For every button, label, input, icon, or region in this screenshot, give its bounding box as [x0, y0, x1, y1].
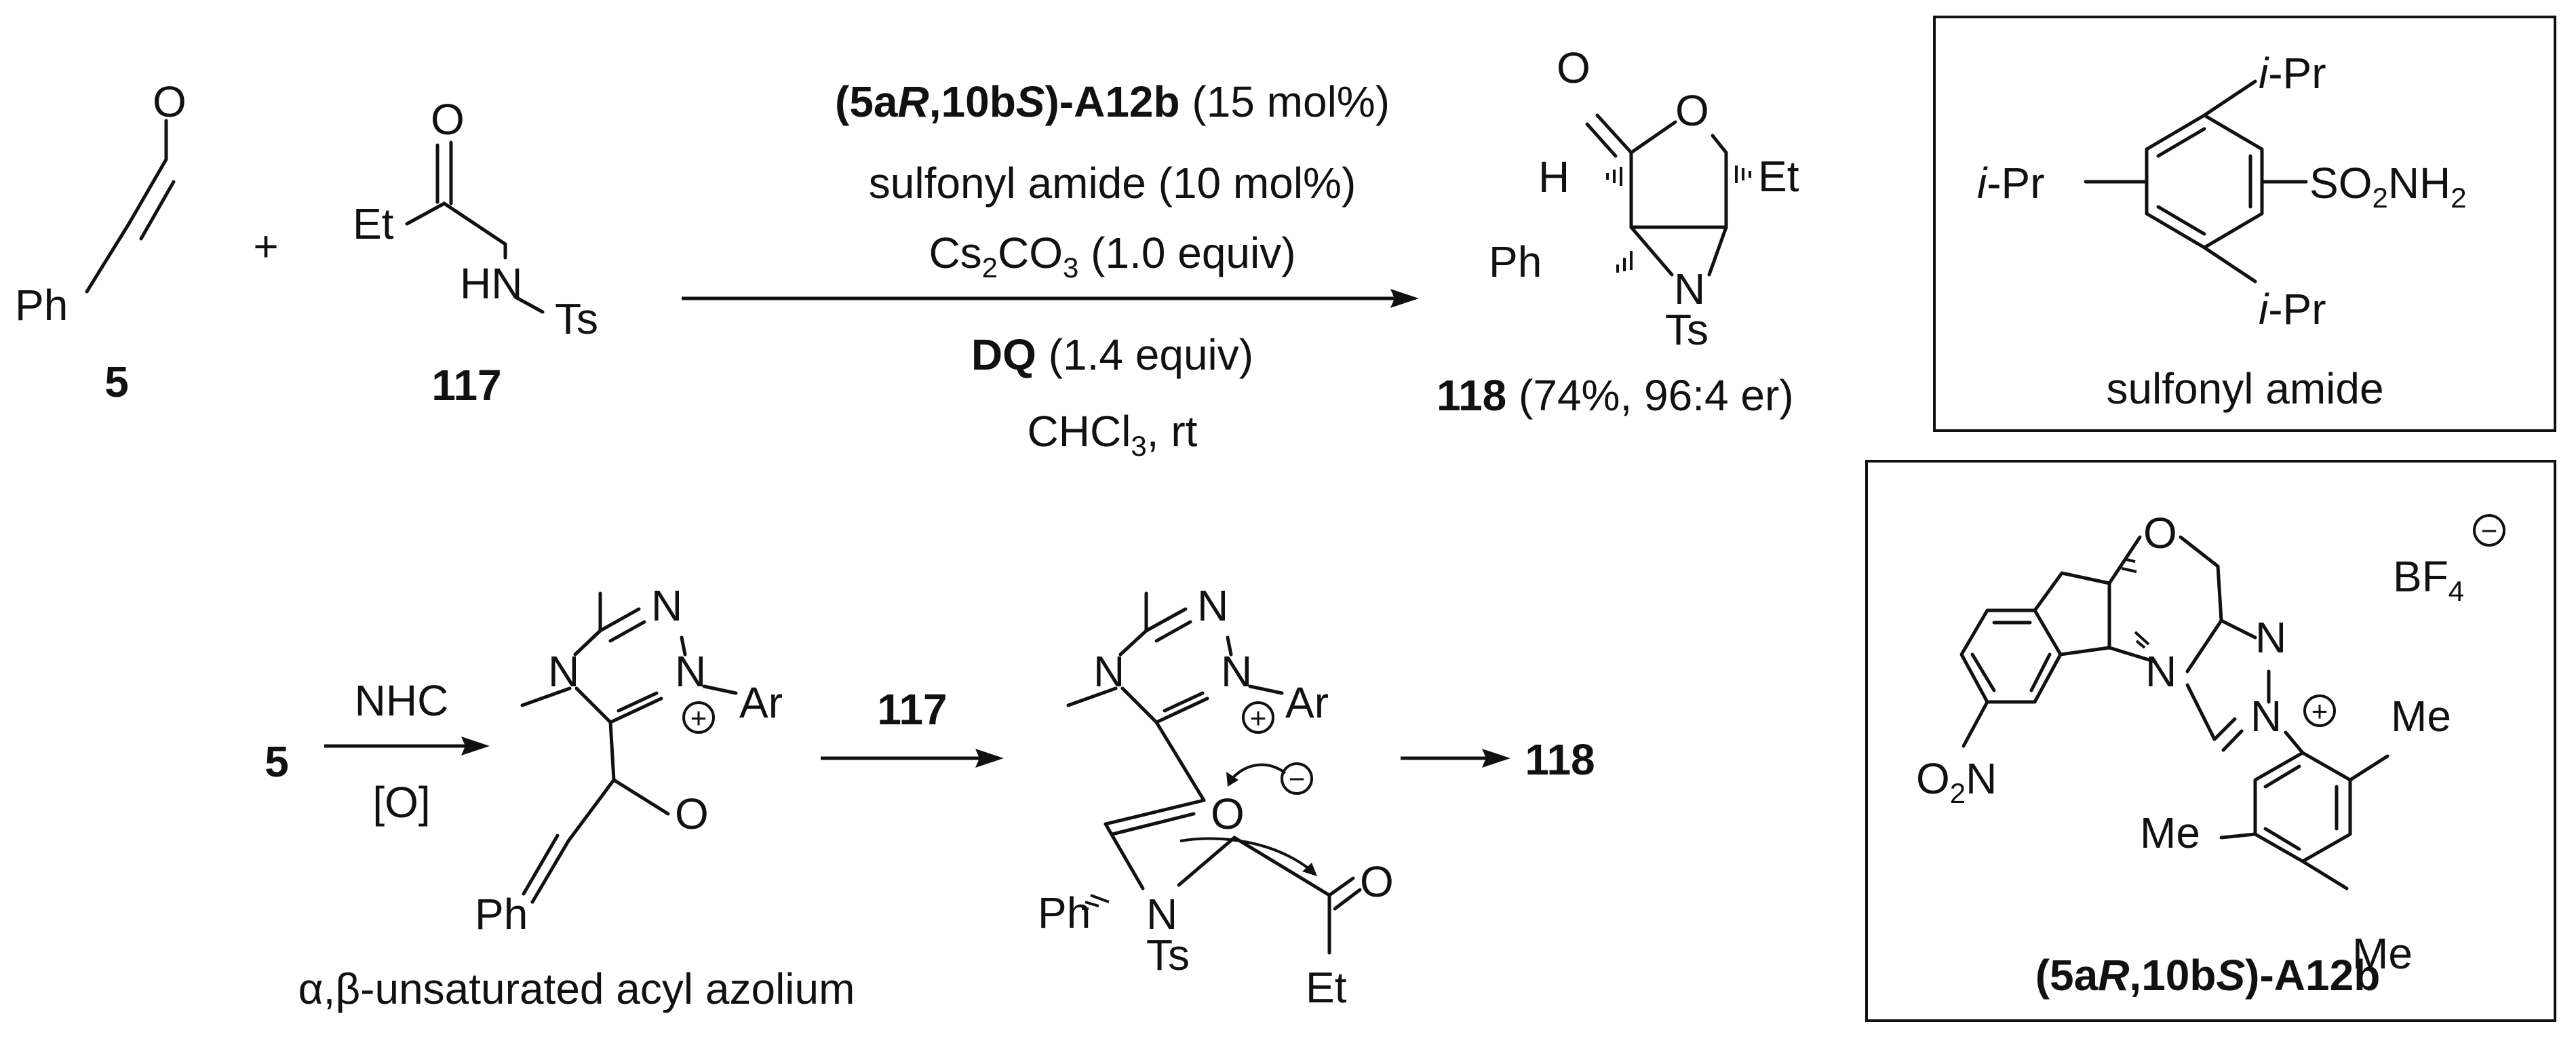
enolate-n1: N — [1197, 581, 1228, 630]
compound-5-oxygen: O — [153, 77, 187, 126]
sulfonamide-group: SO2NH2 — [2309, 159, 2467, 214]
enolate-n4: N — [1093, 647, 1125, 696]
product-tosyl: Ts — [1665, 305, 1709, 354]
product-nitrogen: N — [1674, 264, 1705, 313]
enolate-aryl: Ar — [1285, 678, 1329, 727]
borate-negative-charge: − — [2481, 515, 2498, 547]
acyl-azolium-structure: N N N Ar + O Ph α,β-unsaturated acyl azo… — [298, 581, 855, 1013]
catalyst-box: O N N N + BF4 − O2N Me Me Me (5aR,10bS)-… — [1865, 460, 2556, 1022]
compound-117-tosyl: Ts — [555, 294, 598, 343]
azolium-aryl: Ar — [739, 678, 783, 727]
main-reaction-arrow — [682, 289, 1419, 308]
compound-117-oxygen: O — [431, 95, 465, 144]
enolate-negative-charge: − — [1289, 763, 1306, 795]
product-carbonyl-oxygen: O — [1557, 43, 1591, 92]
step1-arrow — [324, 737, 490, 756]
step2-reagent: 117 — [877, 685, 947, 734]
base-condition: Cs2CO3 (1.0 equiv) — [929, 229, 1295, 283]
catalyst-caption: (5aR,10bS)-A12b — [2035, 951, 2381, 1000]
azolium-carbonyl-oxygen: O — [675, 789, 709, 838]
additive-condition: sulfonyl amide (10 mol%) — [869, 159, 1357, 208]
compound-5-structure: O Ph 5 — [15, 77, 187, 406]
catalyst-positive-charge: + — [2311, 695, 2328, 727]
compound-117-structure: O Et HN Ts 117 — [353, 95, 598, 410]
enolate-ethyl: Et — [1306, 963, 1347, 1012]
catalyst-n4: N — [2145, 647, 2177, 696]
plus-sign: + — [253, 222, 278, 271]
enolate-ketone-oxygen: O — [1360, 857, 1394, 906]
isopropyl-bottom: i-Pr — [2259, 285, 2326, 334]
catalyst-n1: N — [2255, 613, 2286, 662]
compound-5-phenyl: Ph — [15, 281, 68, 330]
nitro-group: O2N — [1916, 754, 1997, 809]
solvent-condition: CHCl3, rt — [1028, 407, 1198, 462]
step1-reagent-top: NHC — [355, 676, 449, 725]
compound-5-label: 5 — [104, 357, 129, 406]
product-118-label: 118 (74%, 96:4 er) — [1437, 371, 1794, 420]
reaction-conditions: (5aR,10bS)-A12b (15 mol%) sulfonyl amide… — [835, 77, 1390, 462]
catalyst-n2: N — [2250, 692, 2282, 741]
product-118-structure: O O H Et Ph N Ts 118 (74%, 96:4 er) — [1437, 0, 1799, 420]
azolium-positive-charge: + — [690, 702, 707, 734]
step1-reagent-bottom: [O] — [372, 778, 430, 827]
compound-117-ethyl: Et — [353, 199, 394, 248]
enolate-tosyl: Ts — [1146, 930, 1190, 979]
sulfonyl-amide-box: i-Pr i-Pr i-Pr SO2NH2 sulfonyl amide — [1933, 16, 2556, 432]
enolate-n2: N — [1221, 647, 1252, 696]
azolium-phenyl: Ph — [475, 890, 528, 939]
mesityl-methyl-para: Me — [2352, 929, 2413, 978]
sulfonyl-amide-caption: sulfonyl amide — [2106, 364, 2383, 413]
isopropyl-top: i-Pr — [2259, 49, 2326, 98]
acyl-azolium-caption: α,β-unsaturated acyl azolium — [298, 964, 855, 1013]
isopropyl-left: i-Pr — [1977, 159, 2045, 208]
product-hydrogen: H — [1538, 153, 1569, 201]
enolate-nitrogen: N — [1146, 890, 1177, 939]
catalyst-ring-oxygen: O — [2143, 509, 2177, 557]
step3-arrow — [1401, 749, 1510, 768]
azolium-n4: N — [548, 647, 579, 696]
compound-117-label: 117 — [431, 361, 501, 410]
mesityl-methyl-ortho-right: Me — [2391, 692, 2451, 741]
enolate-intermediate-structure: N N N Ar + O − Ph N Ts O Et — [1038, 581, 1394, 1012]
mechanism-end-118: 118 — [1525, 735, 1595, 784]
mechanism-start-5: 5 — [265, 737, 289, 786]
azolium-n2: N — [675, 647, 706, 696]
catalyst-condition: (5aR,10bS)-A12b (15 mol%) — [835, 77, 1390, 126]
oxidant-condition: DQ (1.4 equiv) — [971, 330, 1253, 379]
product-phenyl: Ph — [1489, 237, 1542, 286]
mesityl-methyl-ortho-left: Me — [2140, 808, 2200, 857]
tetrafluoroborate: BF4 — [2393, 552, 2464, 607]
enolate-oxygen: O — [1211, 789, 1245, 838]
compound-117-amine: HN — [460, 259, 522, 308]
step2-arrow — [821, 749, 1004, 768]
enolate-phenyl: Ph — [1038, 888, 1091, 937]
product-ring-oxygen: O — [1675, 86, 1709, 135]
product-ethyl: Et — [1758, 152, 1799, 201]
enolate-positive-charge: + — [1250, 702, 1267, 734]
azolium-n1: N — [651, 581, 682, 630]
